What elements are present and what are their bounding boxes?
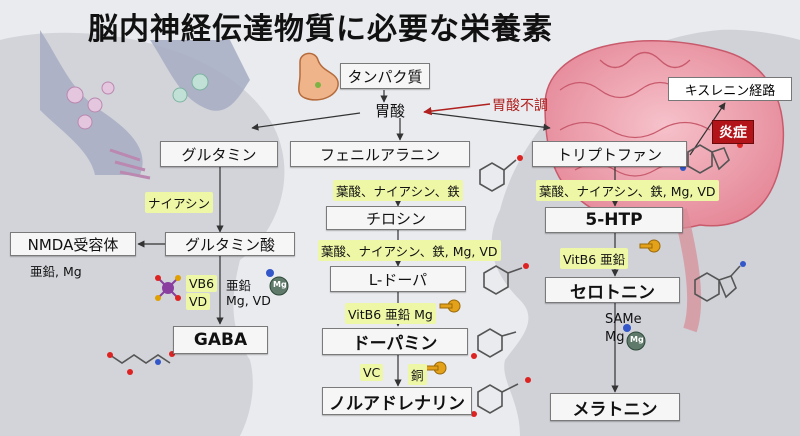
label-nmda-cofactors: 亜鉛, Mg [30,264,82,279]
label-copper: 銅 [408,364,427,385]
node-glutamate: グルタミン酸 [165,232,295,256]
label-same: SAMe [605,312,642,327]
page-title: 脳内神経伝達物質に必要な栄養素 [88,12,553,47]
label-zinc: 亜鉛 [226,278,252,293]
node-acid: 胃酸 [375,102,406,120]
label-niacin: ナイアシン [145,192,214,213]
node-ldopa: L-ドーパ [330,266,466,292]
label-vb6: VB6 [186,275,218,292]
label-same-mg: Mg [605,330,625,345]
label-trp-cofactors: 葉酸、ナイアシン、鉄, Mg, VD [536,180,719,201]
label-vc: VC [360,364,384,381]
stomach-icon [298,52,339,101]
mg-ball-label-right: Mg [630,335,644,344]
node-kynurenine: キスレニン経路 [668,77,792,101]
label-tyr-cofactors: 葉酸、ナイアシン、鉄, Mg, VD [318,240,501,261]
node-gaba: GABA [173,326,268,354]
node-glutamine: グルタミン [160,141,278,167]
vb6-molecule-icon [155,275,181,301]
node-inflammation: 炎症 [712,120,754,144]
node-tryptophan: トリプトファン [532,141,687,167]
node-nmda: NMDA受容体 [10,232,136,256]
node-dopamine: ドーパミン [322,328,468,355]
label-phe-cofactors: 葉酸、ナイアシン、鉄 [333,180,463,201]
node-phenylalanine: フェニルアラニン [290,141,470,167]
label-mg-vd: Mg, VD [226,293,271,308]
key-icon [425,239,661,375]
synapse-illustration [40,30,250,180]
node-tyrosine: チロシン [326,206,466,230]
node-noradrenaline: ノルアドレナリン [322,387,472,415]
node-5htp: 5-HTP [545,207,683,233]
label-ldopa-cofactors: VitB6 亜鉛 Mg [345,303,436,324]
mg-ball-icon [266,269,646,351]
label-vd: VD [186,293,211,310]
node-serotonin: セロトニン [545,277,680,303]
node-protein: タンパク質 [340,63,430,89]
node-acid-disorder: 胃酸不調 [492,98,548,114]
label-htp-cofactors: VitB6 亜鉛 [560,248,629,269]
mg-ball-label-left: Mg [273,280,287,289]
node-melatonin: メラトニン [550,393,680,421]
